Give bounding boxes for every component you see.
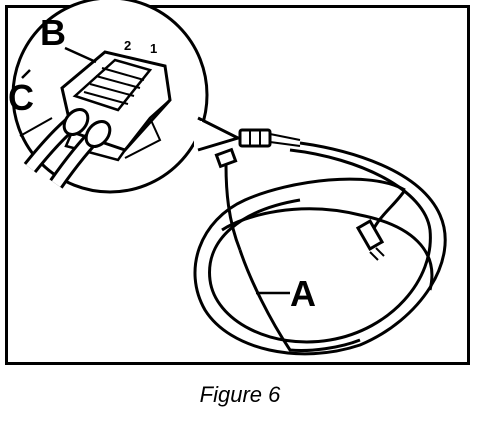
label-c: C xyxy=(8,77,34,118)
figure-caption: Figure 6 xyxy=(199,382,281,407)
end-plug xyxy=(355,219,385,261)
cable-bundle-closeup xyxy=(19,107,112,189)
label-b: B xyxy=(40,12,66,53)
connector-housing-closeup xyxy=(60,50,172,162)
pin-number-2: 2 xyxy=(124,38,131,53)
label-a: A xyxy=(290,273,316,314)
leader-b xyxy=(64,46,97,64)
cable-coil xyxy=(193,141,447,356)
pin-number-1: 1 xyxy=(150,41,157,56)
leader-c xyxy=(21,69,31,79)
connector-small xyxy=(238,128,301,148)
